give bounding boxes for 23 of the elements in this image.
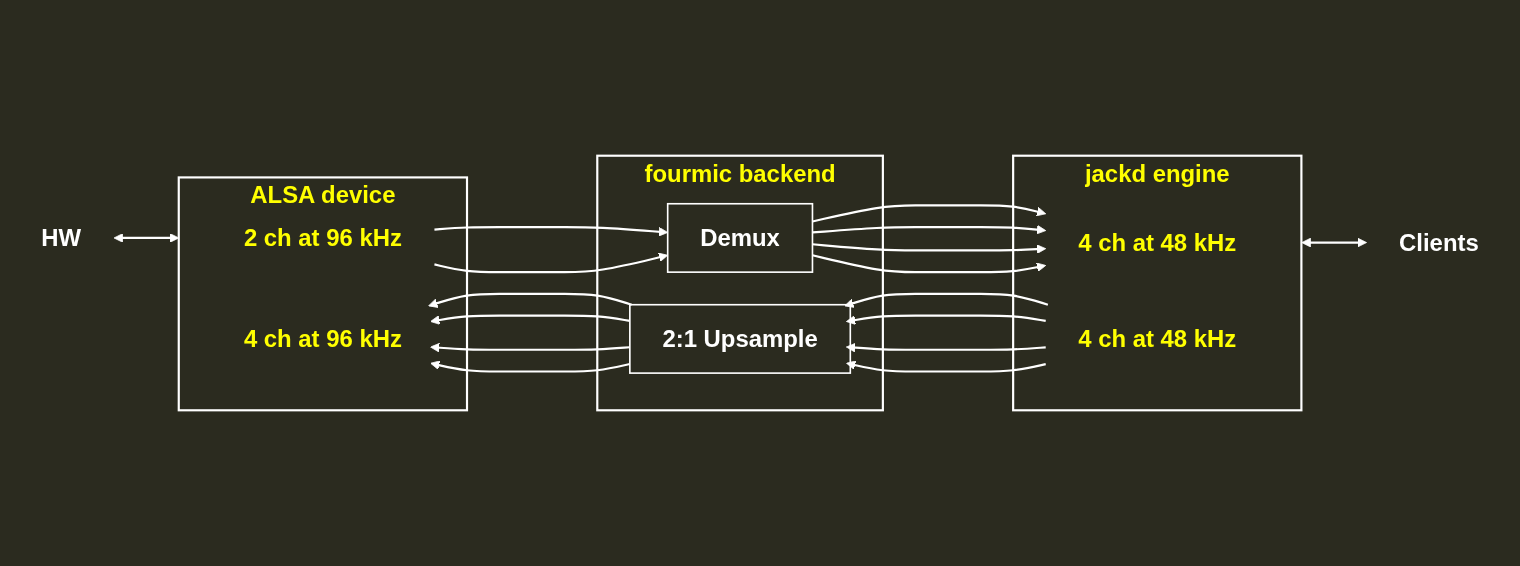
arrow [812, 243, 1047, 254]
arrow [434, 252, 669, 274]
arrow [812, 254, 1047, 274]
arrow [812, 204, 1047, 223]
node-box: Demux [666, 202, 814, 273]
node-text: HW [41, 224, 82, 252]
node-box: 2:1 Upsample [629, 303, 852, 374]
arrow [846, 360, 1046, 373]
node-text: 2 ch at 96 kHz [243, 224, 402, 252]
arrow [846, 314, 1046, 325]
arrow [428, 292, 632, 308]
node-text: Clients [1399, 228, 1479, 257]
arrow [845, 342, 1046, 353]
node-text: 4 ch at 96 kHz [243, 325, 402, 353]
node-text: 4 ch at 48 kHz [1078, 228, 1237, 257]
arrow [1301, 237, 1367, 248]
node-text: 4 ch at 48 kHz [1078, 325, 1237, 353]
arrow [430, 360, 631, 373]
arrow [434, 226, 669, 237]
arrow [430, 342, 630, 353]
arrow [113, 233, 180, 243]
arrow [430, 314, 631, 325]
arrow [812, 224, 1047, 235]
